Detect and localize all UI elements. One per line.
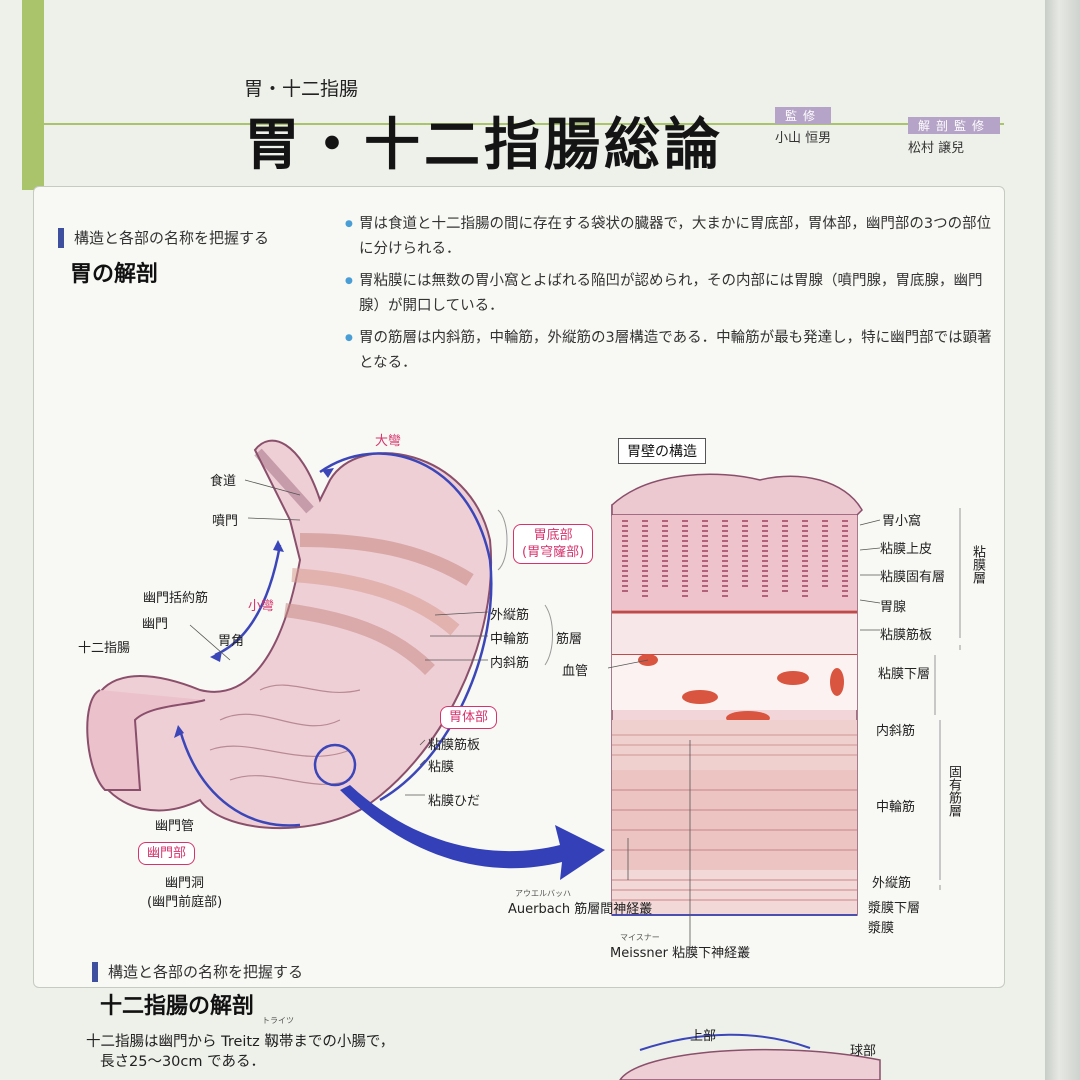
supervisor-credit: 監修 小山 恒男 <box>775 107 831 146</box>
book-edge <box>1045 0 1080 1080</box>
wall-muscularis-mucosae-label: 粘膜筋板 <box>880 628 933 643</box>
anatomy-name: 松村 譲兒 <box>908 141 965 156</box>
wall-inner-oblique-label: 内斜筋 <box>876 724 916 739</box>
treitz-ruby: トライツ <box>262 1016 294 1025</box>
greater-curvature-label: 大彎 <box>375 434 402 449</box>
pyloric-antrum-alt-label: (幽門前庭部) <box>147 895 223 910</box>
mucosa-group-label: 粘膜層 <box>970 545 985 584</box>
auerbach-ruby: アウエルバッハ <box>515 889 571 898</box>
supervisor-name: 小山 恒男 <box>775 131 832 146</box>
meissner-plexus-label: Meissner 粘膜下神経叢 <box>610 946 751 961</box>
header-rule <box>44 123 1004 125</box>
mucosal-folds-label: 粘膜ひだ <box>428 794 481 809</box>
wall-outer-longitudinal-label: 外縦筋 <box>872 876 912 891</box>
esophagus-label: 食道 <box>210 474 237 489</box>
fundus-label: 胃底部 <box>533 528 573 543</box>
stomach-section-title: 胃の解剖 <box>70 261 159 287</box>
duodenum-bulb-label: 球部 <box>850 1044 877 1059</box>
mucosa-label: 粘膜 <box>428 760 455 775</box>
duodenum-bullet-1: 十二指腸は幽門から Treitz 靱帯までの小腸で， <box>86 1034 395 1050</box>
bullet-item: 胃は食道と十二指腸の間に存在する袋状の臓器で，大まかに胃底部，胃体部，幽門部の3… <box>345 212 995 262</box>
muscularis-propria-label: 固有筋層 <box>946 765 961 817</box>
pylorus-label: 幽門 <box>142 617 169 632</box>
wall-middle-circular-label: 中輪筋 <box>876 800 916 815</box>
pyloric-canal-label: 幽門管 <box>155 819 195 834</box>
gastric-angle-label: 胃角 <box>218 634 245 649</box>
pyloric-sphincter-label: 幽門括約筋 <box>143 591 209 606</box>
duodenum-upper-label: 上部 <box>690 1029 717 1044</box>
bullet-item: 胃の筋層は内斜筋，中輪筋，外縦筋の3層構造である．中輪筋が最も発達し，特に幽門部… <box>345 326 995 376</box>
duodenum-label: 十二指腸 <box>78 641 131 656</box>
lamina-propria-label: 粘膜固有層 <box>880 570 946 585</box>
pyloric-part-label: 幽門部 <box>147 846 187 861</box>
stomach-bullets: 胃は食道と十二指腸の間に存在する袋状の臓器で，大まかに胃底部，胃体部，幽門部の3… <box>345 212 995 383</box>
pyloric-antrum-label: 幽門洞 <box>165 876 205 891</box>
epithelium-label: 粘膜上皮 <box>880 542 933 557</box>
middle-circular-label: 中輪筋 <box>490 632 530 647</box>
submucosa-label: 粘膜下層 <box>878 667 931 682</box>
serosa-label: 漿膜 <box>868 921 895 936</box>
duodenum-shape <box>86 689 206 791</box>
muscularis-mucosae-label: 粘膜筋板 <box>428 738 481 753</box>
bullet-item: 胃粘膜には無数の胃小窩とよばれる陥凹が認められ，その内部には胃腺（噴門腺，胃底腺… <box>345 269 995 319</box>
supervisor-tag: 監修 <box>775 107 832 124</box>
gastric-pits-label: 胃小窩 <box>882 514 922 529</box>
wall-structure-title: 胃壁の構造 <box>618 438 706 464</box>
blood-vessel-label: 血管 <box>562 664 589 679</box>
page-title: 胃・十二指腸総論 <box>244 112 724 178</box>
duodenum-bullet-2: 長さ25～30cm である． <box>100 1054 265 1070</box>
fornix-label: (胃穹窿部) <box>522 545 585 560</box>
duodenum-kicker: 構造と各部の名称を把握する <box>92 962 303 982</box>
outer-longitudinal-label: 外縦筋 <box>490 608 530 623</box>
body-label: 胃体部 <box>449 710 489 725</box>
anatomy-illustration <box>86 439 961 1080</box>
anatomy-credit: 解剖監修 松村 譲兒 <box>908 117 1001 156</box>
anatomy-tag: 解剖監修 <box>908 117 1001 134</box>
section-label: 胃・十二指腸 <box>244 78 359 100</box>
duodenum-section-title: 十二指腸の解剖 <box>100 993 255 1019</box>
meissner-ruby: マイスナー <box>620 933 660 942</box>
subserosa-label: 漿膜下層 <box>868 901 921 916</box>
textbook-page: 胃・十二指腸 胃・十二指腸総論 監修 小山 恒男 解剖監修 松村 譲兒 構造と各… <box>0 0 1045 1080</box>
body-pill: 胃体部 <box>440 706 498 729</box>
stomach-kicker: 構造と各部の名称を把握する <box>58 228 269 248</box>
chapter-color-bar <box>22 0 44 190</box>
auerbach-plexus-label: Auerbach 筋層間神経叢 <box>508 902 653 917</box>
gastric-glands-label: 胃腺 <box>880 600 907 615</box>
cardia-label: 噴門 <box>212 514 239 529</box>
fundus-pill: 胃底部 (胃穹窿部) <box>513 524 594 564</box>
lesser-curvature-label: 小彎 <box>248 599 275 614</box>
pyloric-part-pill: 幽門部 <box>138 842 196 865</box>
inner-oblique-label: 内斜筋 <box>490 656 530 671</box>
muscle-layer-label: 筋層 <box>556 632 583 647</box>
